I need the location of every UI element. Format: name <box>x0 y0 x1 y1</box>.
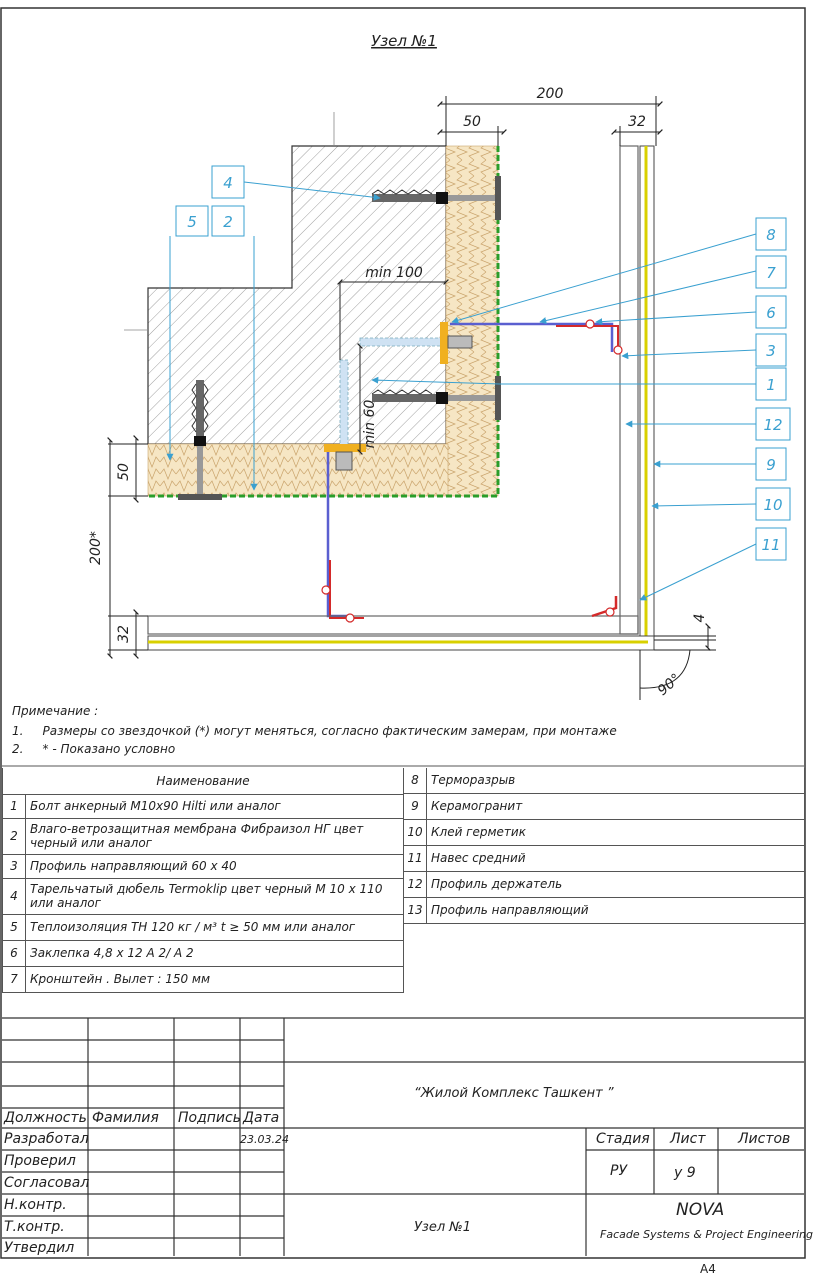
spec-text: Навес средний <box>426 844 805 872</box>
tb-sheet-name: Узел №1 <box>414 1220 472 1235</box>
spec-num: 7 <box>2 965 26 993</box>
notes-heading: Примечание : <box>12 704 99 718</box>
callout-8: 8 <box>766 226 776 244</box>
holder-profile-horizontal <box>147 615 639 635</box>
dim-50-top: 50 <box>463 114 481 130</box>
note-2: 2. * - Показано условно <box>12 742 175 756</box>
tb-col-signature: Подпись <box>178 1110 241 1126</box>
spec-text: Тарельчатый дюбель Termoklip цвет черный… <box>25 877 404 915</box>
spec-num: 2 <box>2 817 26 855</box>
dim-4: 4 <box>692 614 708 623</box>
dim-32-left: 32 <box>116 625 132 643</box>
tb-sheet-value: у 9 <box>674 1165 696 1181</box>
tb-col-date: Дата <box>243 1110 280 1126</box>
anchor-bolt-1 <box>359 322 473 364</box>
bracket-top <box>450 322 614 352</box>
spec-text: Керамогранит <box>426 792 805 820</box>
dimension-lines <box>107 96 716 700</box>
spec-num: 5 <box>2 913 26 941</box>
tb-stage-label: Стадия <box>596 1131 650 1147</box>
spec-num: 11 <box>403 844 427 872</box>
callout-leaders <box>166 181 757 601</box>
tb-role-agreed: Согласовал <box>4 1175 90 1191</box>
callout-2: 2 <box>223 213 233 231</box>
spec-text: Профиль направляющий 60 x 40 <box>25 853 404 879</box>
callout-11: 11 <box>761 536 780 554</box>
tb-role-tcontrol: Т.контр. <box>4 1219 65 1235</box>
spec-text: Терморазрыв <box>426 768 805 794</box>
callout-9: 9 <box>766 456 776 474</box>
callout-1: 1 <box>766 376 776 394</box>
tb-company-sub: Facade Systems & Project Engineering <box>600 1228 813 1241</box>
callout-boxes <box>175 165 791 561</box>
dim-200-top: 200 <box>537 86 564 102</box>
tb-role-approved: Утвердил <box>4 1240 75 1256</box>
tb-project: “Жилой Комплекс Ташкент ” <box>414 1086 614 1101</box>
sheet-frame <box>0 7 806 1259</box>
spec-text: Клей герметик <box>426 818 805 846</box>
note-2-num: 2. <box>12 742 24 756</box>
spec-num: 6 <box>2 939 26 967</box>
callout-10: 10 <box>763 496 782 514</box>
dim-min60: min 60 <box>362 400 378 449</box>
callout-7: 7 <box>766 264 776 282</box>
callout-12: 12 <box>763 416 782 434</box>
callout-5: 5 <box>187 213 197 231</box>
tb-sheet-label: Лист <box>670 1131 706 1147</box>
tb-role-developed: Разработал <box>4 1131 89 1147</box>
tb-stage-value: РУ <box>610 1163 627 1179</box>
callout-3: 3 <box>766 342 776 360</box>
dowel-middle <box>371 376 501 420</box>
spec-text: Профиль направляющий <box>426 896 805 924</box>
note-1-text: Размеры со звездочкой (*) могут меняться… <box>42 724 617 738</box>
spec-text: Влаго-ветрозащитная мембрана Фибраизол Н… <box>25 817 404 855</box>
rivets <box>321 319 623 623</box>
dim-50-left: 50 <box>116 463 132 481</box>
tb-date-developed: 23.03.24 <box>240 1133 289 1146</box>
spec-num: 12 <box>403 870 427 898</box>
dim-200-left: 200* <box>88 531 104 565</box>
tb-role-ncontrol: Н.контр. <box>4 1197 67 1213</box>
tb-format: A4 <box>700 1262 716 1276</box>
tb-role-checked: Проверил <box>4 1153 76 1169</box>
anchor-bolt-2 <box>324 359 366 471</box>
note-1-num: 1. <box>12 724 24 738</box>
dowel-top <box>371 176 501 220</box>
tb-col-surname: Фамилия <box>92 1110 159 1126</box>
dim-min100: min 100 <box>365 265 423 281</box>
drawing-title: Узел №1 <box>371 32 437 50</box>
tb-col-position: Должность <box>4 1110 87 1126</box>
tb-company: NOVA <box>676 1200 725 1220</box>
spec-text: Профиль держатель <box>426 870 805 898</box>
callout-6: 6 <box>766 304 776 322</box>
dim-32-top: 32 <box>628 114 646 130</box>
tb-sheets-label: Листов <box>738 1131 791 1147</box>
hanger-corner <box>591 596 618 618</box>
callout-4: 4 <box>223 174 233 192</box>
dowel-bottom <box>178 380 222 500</box>
note-2-text: * - Показано условно <box>42 742 176 756</box>
spec-num: 13 <box>403 896 427 924</box>
note-1: 1. Размеры со звездочкой (*) могут менят… <box>12 724 617 738</box>
spec-text: Кронштейн . Вылет : 150 мм <box>25 965 404 993</box>
